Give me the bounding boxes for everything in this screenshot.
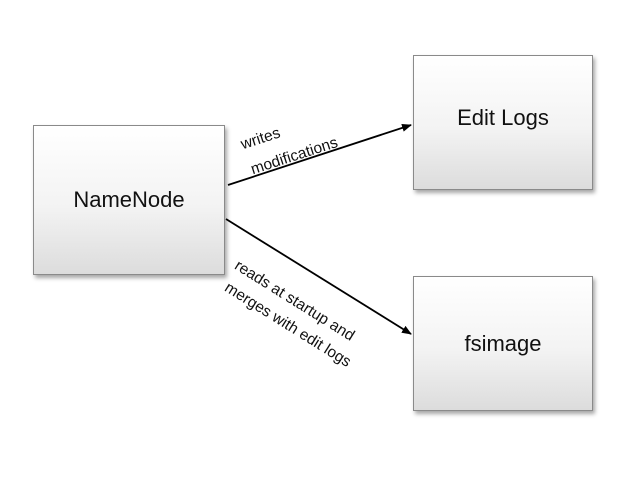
namenode-label: NameNode <box>73 187 185 212</box>
namenode-box: NameNode <box>33 125 225 275</box>
edit-logs-box: Edit Logs <box>413 55 593 190</box>
edit-logs-label: Edit Logs <box>457 104 549 130</box>
read-arrow <box>225 218 412 335</box>
write-arrow <box>227 124 412 186</box>
fsimage-label: fsimage <box>464 330 542 356</box>
fsimage-box: fsimage <box>413 276 593 411</box>
